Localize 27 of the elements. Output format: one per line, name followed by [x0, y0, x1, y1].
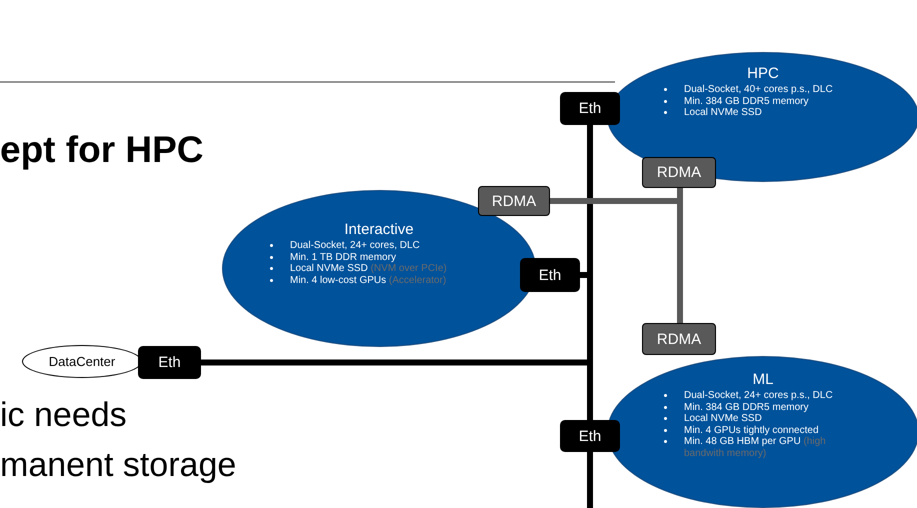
ethernet-box: Eth	[560, 92, 620, 125]
ethernet-box: Eth	[560, 420, 620, 452]
bullet-item: Min. 384 GB DDR5 memory	[684, 402, 808, 413]
ellipse-heading: Interactive	[343, 221, 415, 238]
rdma-box: RDMA	[642, 323, 716, 355]
bullet-item: Min. 1 TB DDR memory	[290, 252, 396, 263]
body-text: manent storage	[0, 446, 236, 484]
cluster-ellipse	[607, 356, 917, 508]
bullet-item: Dual-Socket, 24+ cores p.s., DLC	[684, 390, 833, 402]
bullet-item: Min. 384 GB DDR5 memory	[684, 96, 808, 107]
bullet-item: Local NVMe SSD (NVM over PCIe)	[290, 263, 447, 274]
rdma-box: RDMA	[478, 186, 550, 216]
bullet-item: Min. 4 GPUs tightly connected	[684, 424, 819, 436]
bullet-item: Min. 48 GB HBM per GPU (high bandwith memory)	[684, 436, 827, 459]
bullet-item: Dual-Socket, 40+ cores p.s., DLC	[684, 84, 833, 96]
ethernet-box: Eth	[138, 346, 201, 379]
body-text: ic needs	[0, 396, 127, 434]
ethernet-box: Eth	[520, 258, 580, 292]
bullet-item: Dual-Socket, 24+ cores, DLC	[290, 240, 420, 252]
slide-title: ept for HPC	[0, 129, 204, 171]
connector-line	[587, 449, 593, 508]
ellipse-heading: HPC	[746, 65, 780, 82]
bullet-item: Local NVMe SSD	[684, 107, 762, 118]
ellipse-heading: ML	[752, 371, 774, 388]
bullet-item: Min. 4 low-cost GPUs (Accelerator)	[290, 274, 446, 286]
bullet-item: Local NVMe SSD	[684, 413, 762, 424]
rdma-box: RDMA	[642, 157, 716, 188]
